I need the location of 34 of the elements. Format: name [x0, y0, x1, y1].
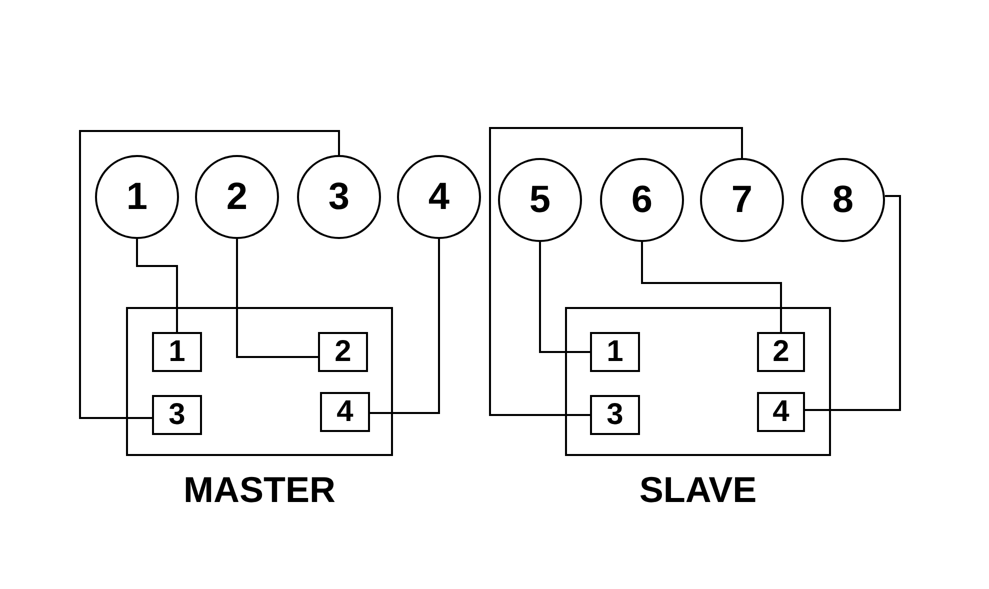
wire [370, 239, 440, 414]
cylinder-number: 1 [126, 176, 148, 218]
terminal-box [318, 332, 368, 372]
terminal-number: 1 [168, 335, 186, 369]
cylinder-number: 8 [832, 178, 854, 222]
wire [805, 195, 901, 411]
cylinder-number: 7 [731, 178, 753, 222]
module-label: MASTER [182, 469, 336, 511]
wire [641, 242, 782, 332]
terminal-box [590, 395, 640, 435]
cylinder-number: 2 [226, 176, 248, 218]
terminal-box [757, 332, 805, 372]
terminal-box [152, 332, 202, 372]
cylinder-number: 4 [428, 176, 450, 218]
terminal-number: 4 [336, 395, 354, 429]
terminal-box [320, 392, 370, 432]
wire [79, 130, 340, 419]
cylinder-number: 6 [631, 178, 653, 222]
terminal-box [590, 332, 640, 372]
terminal-number: 2 [772, 335, 790, 369]
module-label: SLAVE [638, 469, 758, 511]
terminal-number: 3 [168, 398, 186, 432]
wire [539, 242, 590, 353]
cylinder-number: 3 [328, 176, 350, 218]
wire [136, 239, 178, 332]
terminal-box [152, 395, 202, 435]
terminal-box [757, 392, 805, 432]
cylinder-number: 5 [529, 178, 551, 222]
terminal-number: 3 [606, 398, 624, 432]
terminal-number: 4 [772, 395, 790, 429]
wire [489, 127, 743, 416]
terminal-number: 1 [606, 335, 624, 369]
wire [236, 239, 318, 358]
terminal-number: 2 [334, 335, 352, 369]
